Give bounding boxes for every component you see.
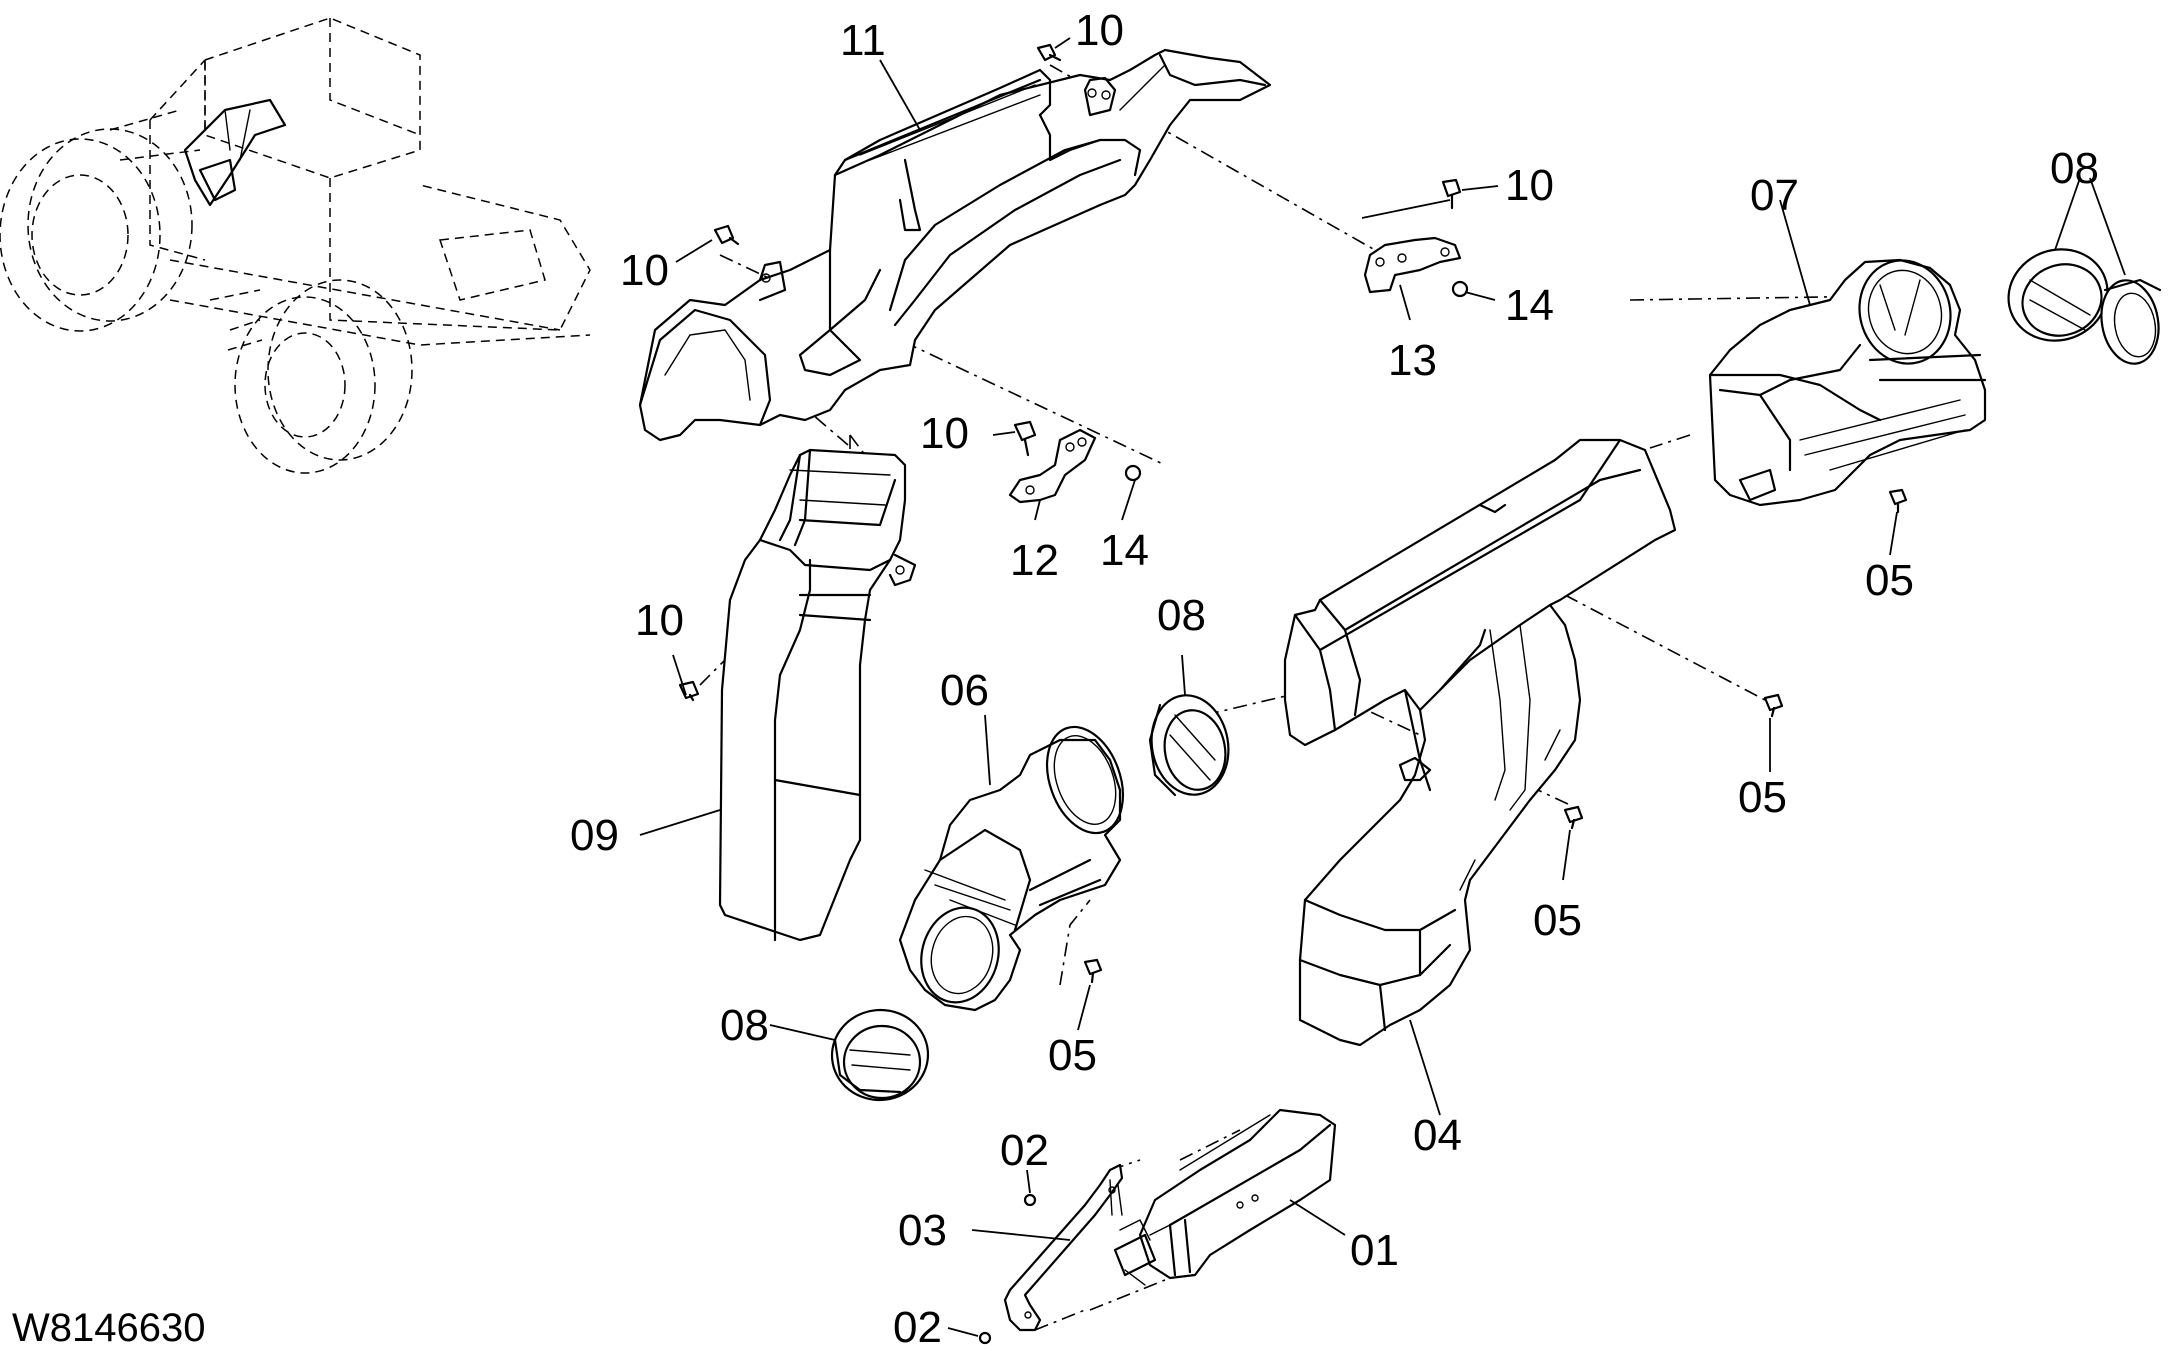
screw-05-d (1083, 958, 1103, 984)
callout-04: 04 (1413, 1111, 1462, 1160)
screw-05-b (1763, 693, 1784, 718)
fastener-screws (678, 43, 1908, 1345)
screw-10-upper-right (1441, 178, 1462, 210)
part-08-vent-lower (830, 1008, 930, 1102)
callout-10-upper-right: 10 (1505, 161, 1554, 210)
screw-05-a (1888, 488, 1908, 514)
screw-10-left (713, 224, 740, 246)
screw-10-side (678, 680, 700, 702)
screw-10-mid (1013, 420, 1037, 457)
callout-10-left: 10 (620, 246, 669, 295)
screw-05-c (1563, 805, 1584, 830)
screw-02-a (1023, 1193, 1037, 1207)
part-08-vent-center (1148, 694, 1230, 797)
part-06-elbow-duct (898, 725, 1124, 1012)
callout-09: 09 (570, 811, 619, 860)
part-09-vertical-duct (718, 448, 917, 942)
screw-02-b (978, 1331, 992, 1345)
part-07-upper-right-duct (1708, 258, 1987, 507)
part-04-main-duct (1283, 438, 1677, 1047)
nut-14-mid (1124, 464, 1142, 482)
callout-08-right: 08 (2050, 144, 2099, 193)
part-03-strap (1003, 1163, 1124, 1332)
callout-08-lower: 08 (720, 1001, 769, 1050)
machine-location-thumbnail (0, 17, 591, 474)
callout-05-far-right: 05 (1738, 773, 1787, 822)
callout-05-lower: 05 (1048, 1031, 1097, 1080)
leader-lines (639, 37, 2126, 1337)
callout-06: 06 (940, 666, 989, 715)
callout-labels: 11 10 10 10 10 10 14 14 13 12 07 08 05 0… (12, 6, 2099, 1351)
part-11-upper-duct (638, 48, 1272, 442)
callout-14-right: 14 (1505, 281, 1554, 330)
callout-11: 11 (840, 16, 886, 65)
callout-14-mid: 14 (1100, 526, 1149, 575)
part-08-vent-right (2007, 248, 2109, 342)
callout-02-upper: 02 (1000, 1126, 1049, 1175)
callout-12: 12 (1010, 536, 1059, 585)
drawing-code: W8146630 (12, 1306, 205, 1350)
callout-05-right: 05 (1865, 556, 1914, 605)
nut-14-right (1451, 280, 1469, 298)
callout-10-side: 10 (635, 596, 684, 645)
callout-07: 07 (1750, 171, 1799, 220)
part-13-bracket (1363, 236, 1462, 294)
callout-05-center: 05 (1533, 896, 1582, 945)
callout-13: 13 (1388, 336, 1437, 385)
part-08-vent-bezel (2100, 278, 2162, 365)
callout-01: 01 (1350, 1226, 1399, 1275)
callout-10-top: 10 (1075, 6, 1124, 55)
callout-03: 03 (898, 1206, 947, 1255)
part-01-module (1113, 1108, 1337, 1286)
callout-08-center: 08 (1157, 591, 1206, 640)
callout-10-mid: 10 (920, 409, 969, 458)
screw-10-top (1036, 43, 1062, 62)
callout-02-lower: 02 (893, 1303, 942, 1351)
